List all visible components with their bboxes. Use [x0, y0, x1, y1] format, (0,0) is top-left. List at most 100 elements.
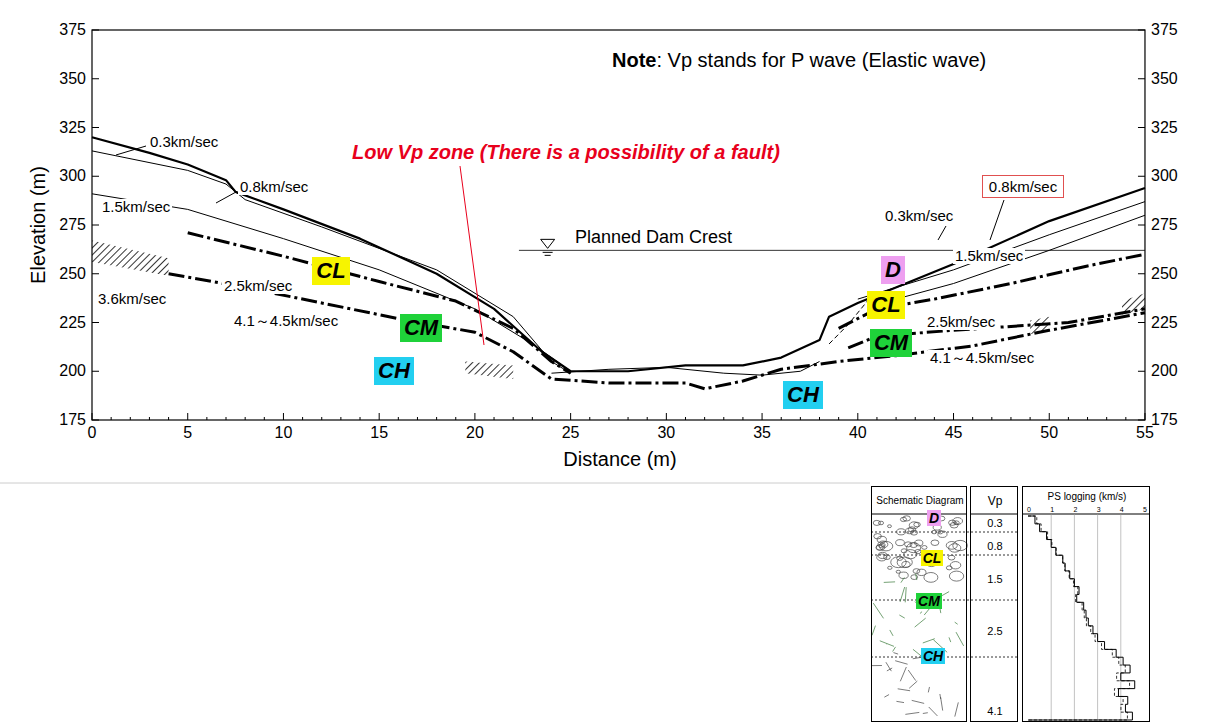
axis-tick-label: 225	[59, 314, 86, 332]
axis-tick-label: 55	[1136, 424, 1154, 442]
axis-tick-label: 10	[275, 424, 293, 442]
node-label: PS logging (km/s)	[1048, 492, 1127, 502]
axis-title: Elevation (m)	[27, 166, 49, 284]
velocity-boundary	[92, 151, 571, 373]
axis-tick-label: 275	[1151, 216, 1178, 234]
note-text: : Vp stands for P wave (Elastic wave)	[656, 49, 986, 71]
axis-tick-label: 375	[59, 21, 86, 39]
node-label: CM	[918, 593, 940, 609]
rock-class-tag: D	[927, 510, 941, 526]
node-label: CL	[871, 292, 900, 317]
node-label: 0.8km/sec	[989, 178, 1057, 195]
axis-tick-label: 375	[1151, 21, 1178, 39]
scale-value: 3	[1097, 506, 1101, 513]
node-label: CH	[923, 648, 943, 664]
node-label: CL	[923, 550, 942, 566]
axis-tick-label: 175	[1151, 411, 1178, 429]
axis-tick-label: 5	[183, 424, 192, 442]
velocity-label: 1.5km/sec	[953, 248, 1025, 265]
rock-class-tag: CL	[867, 291, 904, 318]
scale-value: 4.1	[987, 706, 1002, 717]
axis-tick-label: 325	[59, 119, 86, 137]
rock-class-tag: CH	[374, 357, 414, 384]
scale-value: 0.3	[987, 518, 1002, 529]
axis-tick-label: 0	[88, 424, 97, 442]
velocity-boundary	[169, 274, 1145, 389]
axis-tick-label: 30	[657, 424, 675, 442]
leader-line	[990, 200, 1004, 240]
axis-tick-label: 40	[849, 424, 867, 442]
velocity-label: 4.1～4.5km/sec	[232, 313, 340, 330]
dam-crest-line	[519, 250, 1145, 251]
node-label: CH	[787, 382, 819, 407]
axis-tick-label: 20	[466, 424, 484, 442]
velocity-label: 2.5km/sec	[925, 314, 997, 331]
node-label: D	[929, 510, 939, 526]
scale-value: 2.5	[987, 626, 1002, 637]
leader-line	[460, 166, 484, 345]
legend-panel: Schematic DiagramD CL CM CH	[871, 486, 967, 722]
rock-class-tag: CH	[921, 648, 945, 664]
low-velocity-hatch	[92, 241, 169, 276]
axis-tick-label: 350	[59, 70, 86, 88]
axis-tick-label: 25	[562, 424, 580, 442]
plot-frame	[92, 30, 1145, 420]
water-level-symbol	[541, 239, 555, 248]
rock-class-tag: CM	[870, 329, 912, 356]
rock-class-tag: CL	[312, 257, 349, 284]
axis-tick-label: 200	[1151, 362, 1178, 380]
fault-callout: Low Vp zone (There is a possibility of a…	[352, 141, 780, 163]
velocity-label: 0.3km/sec	[148, 134, 220, 151]
leader-line	[216, 192, 236, 203]
leader-line	[116, 146, 146, 155]
note-text: Note	[612, 49, 656, 71]
node-label: CM	[404, 315, 438, 340]
axis-tick-label: 275	[59, 216, 86, 234]
legend-panel: Vp 0.3 0.8 1.5 2.5 4.1	[970, 486, 1018, 722]
rock-class-tag: CH	[783, 381, 823, 408]
scale-value: 0	[1027, 506, 1031, 513]
axis-tick-label: 225	[1151, 314, 1178, 332]
leader-line	[938, 226, 946, 240]
axis-title: Distance (m)	[563, 448, 676, 470]
axis-tick-label: 300	[59, 167, 86, 185]
axis-tick-label: 50	[1040, 424, 1058, 442]
rock-class-tag: CM	[400, 314, 442, 341]
axis-tick-label: 250	[1151, 265, 1178, 283]
scale-value: 1.5	[987, 574, 1002, 585]
velocity-box: 0.8km/sec	[982, 175, 1064, 198]
velocity-boundary	[867, 215, 1145, 307]
low-velocity-hatch	[465, 362, 513, 380]
axis-tick-label: 45	[945, 424, 963, 442]
node-label: CM	[874, 330, 908, 355]
axis-tick-label: 250	[59, 265, 86, 283]
legend-panel: PS logging (km/s) 0 1 2 3 4 5	[1022, 486, 1150, 722]
node-label: Schematic Diagram	[876, 496, 963, 506]
plot	[0, 30, 1145, 483]
axis-tick-label: 300	[1151, 167, 1178, 185]
axis-tick-label: 15	[370, 424, 388, 442]
velocity-label: 3.6km/sec	[96, 291, 168, 308]
scale-value: 1	[1050, 506, 1054, 513]
rock-class-tag: CM	[916, 593, 942, 609]
node-label: Vp	[988, 495, 1003, 507]
inset-drawing	[871, 514, 1150, 721]
scale-value: 0.8	[987, 541, 1002, 552]
velocity-label: 0.8km/sec	[238, 179, 310, 196]
rock-class-tag: CL	[921, 550, 944, 566]
scale-value: 5	[1143, 506, 1147, 513]
scale-value: 2	[1073, 506, 1077, 513]
node-label: CL	[316, 258, 345, 283]
scale-value: 4	[1120, 506, 1124, 513]
axis-tick-label: 200	[59, 362, 86, 380]
axis-tick-label: 350	[1151, 70, 1178, 88]
velocity-label: 1.5km/sec	[100, 199, 172, 216]
axis-tick-label: 175	[59, 411, 86, 429]
velocity-label: 4.1～4.5km/sec	[928, 350, 1036, 367]
node-label: CH	[378, 358, 410, 383]
axis-tick-label: 325	[1151, 119, 1178, 137]
node-label: D	[885, 257, 901, 282]
dam-crest-label: Planned Dam Crest	[575, 228, 732, 248]
velocity-label: 2.5km/sec	[222, 278, 294, 295]
